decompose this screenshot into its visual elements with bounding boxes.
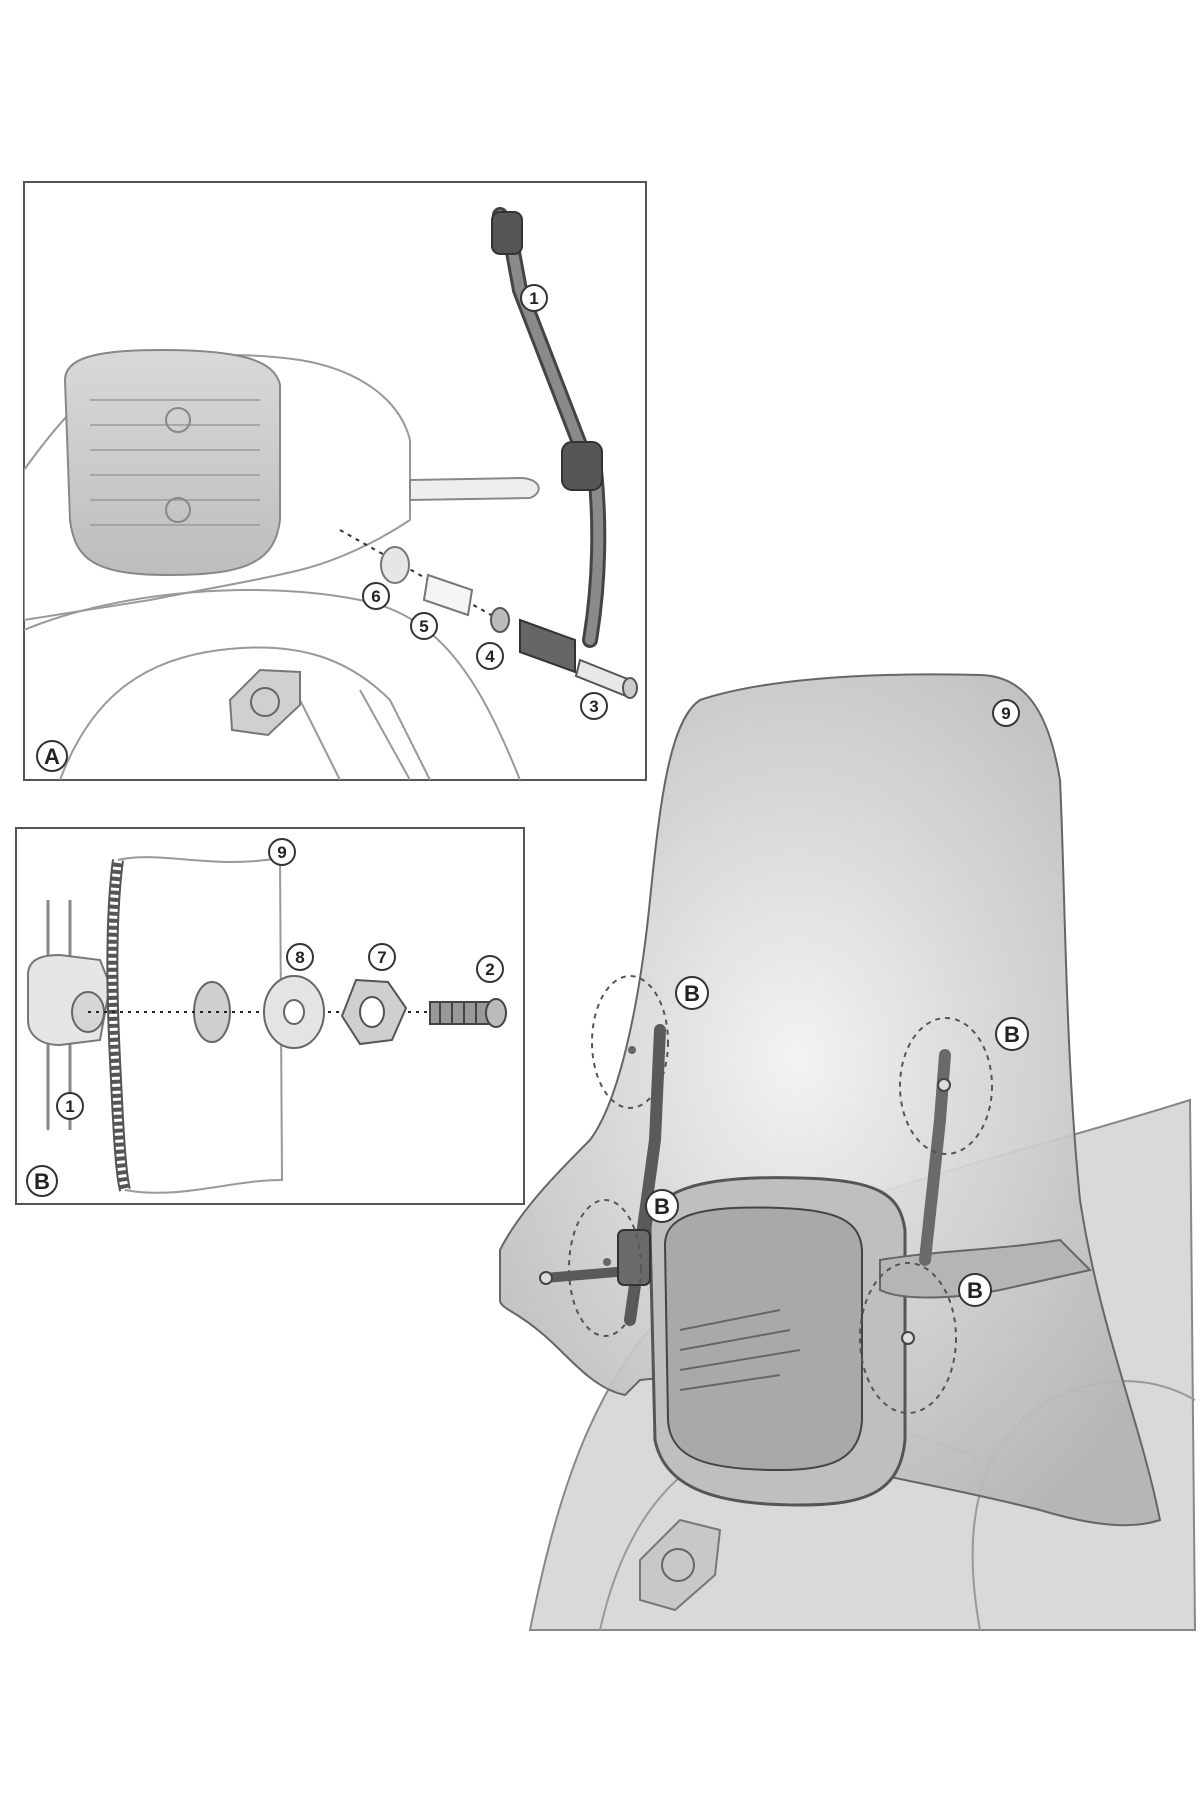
detail-marker-b-lower-right-label: B bbox=[967, 1278, 983, 1303]
callout-8: 8 bbox=[286, 943, 314, 971]
brand-badge-icon bbox=[228, 668, 301, 737]
headlight-main bbox=[648, 1176, 907, 1507]
callout-9-detail: 9 bbox=[268, 838, 296, 866]
panel-b-corner-marker: B bbox=[26, 1165, 58, 1197]
left-mounting-arm bbox=[539, 1024, 666, 1326]
panel-a: 1 6 5 4 3 A bbox=[23, 181, 647, 781]
callout-3-label: 3 bbox=[589, 697, 598, 716]
callout-1-label: 1 bbox=[529, 289, 538, 308]
panel-b-exploded-sketch bbox=[27, 856, 507, 1194]
detail-marker-b-upper-right: B bbox=[995, 1017, 1029, 1051]
callout-9-main-label: 9 bbox=[1001, 704, 1010, 723]
callout-2: 2 bbox=[476, 955, 504, 983]
callout-6: 6 bbox=[362, 582, 390, 610]
washer-part bbox=[490, 607, 510, 633]
detail-ring-upper-right bbox=[899, 1017, 993, 1155]
detail-ring-lower-left bbox=[568, 1199, 642, 1337]
mounting-arm bbox=[491, 207, 638, 699]
callout-8-label: 8 bbox=[295, 948, 304, 967]
callout-7: 7 bbox=[368, 943, 396, 971]
detail-ring-lower-right bbox=[859, 1262, 957, 1414]
rubber-grommet bbox=[263, 975, 325, 1049]
spacer-part bbox=[380, 546, 410, 584]
callout-5-label: 5 bbox=[419, 617, 428, 636]
panel-a-corner-marker: A bbox=[36, 740, 68, 772]
panel-b-corner-label: B bbox=[34, 1169, 50, 1194]
callout-4-label: 4 bbox=[485, 647, 495, 666]
handlebar bbox=[409, 476, 540, 502]
detail-ring-upper-left bbox=[591, 975, 669, 1109]
nut-part bbox=[340, 978, 408, 1046]
panel-b: 9 8 7 2 1 B bbox=[15, 827, 525, 1205]
detail-marker-b-lower-right: B bbox=[958, 1273, 992, 1307]
callout-3: 3 bbox=[580, 692, 608, 720]
callout-6-label: 6 bbox=[371, 587, 380, 606]
headlight-cowl bbox=[63, 348, 281, 577]
main-view: 9 B B B B bbox=[499, 673, 1197, 1631]
detail-marker-b-upper-left: B bbox=[675, 976, 709, 1010]
callout-9-detail-label: 9 bbox=[277, 843, 286, 862]
detail-marker-b-upper-left-label: B bbox=[684, 981, 700, 1006]
callout-4: 4 bbox=[476, 642, 504, 670]
detail-marker-b-lower-left-label: B bbox=[654, 1194, 670, 1219]
screw-part bbox=[429, 998, 507, 1028]
callout-9-main: 9 bbox=[992, 699, 1020, 727]
callout-2-label: 2 bbox=[485, 960, 494, 979]
detail-marker-b-upper-right-label: B bbox=[1004, 1022, 1020, 1047]
panel-a-scooter-sketch bbox=[24, 207, 638, 780]
callout-1-detail: 1 bbox=[56, 1092, 84, 1120]
sleeve-part bbox=[422, 573, 474, 617]
callout-5: 5 bbox=[410, 612, 438, 640]
callout-7-label: 7 bbox=[377, 948, 386, 967]
handlebar-main bbox=[879, 1238, 1092, 1299]
panel-a-corner-label: A bbox=[44, 744, 60, 769]
callout-1-detail-label: 1 bbox=[65, 1097, 74, 1116]
detail-marker-b-lower-left: B bbox=[645, 1189, 679, 1223]
callout-1: 1 bbox=[520, 284, 548, 312]
brand-badge-main-icon bbox=[639, 1518, 722, 1612]
right-mounting-arm bbox=[901, 1049, 951, 1345]
